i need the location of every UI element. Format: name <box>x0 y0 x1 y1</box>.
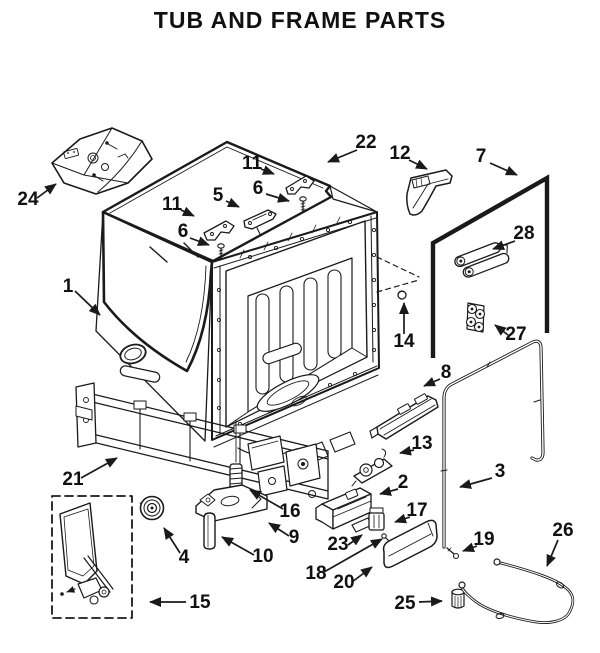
top-bracket-5 <box>243 209 277 235</box>
svg-text:6: 6 <box>178 221 189 242</box>
callout-11-right: 11 <box>242 153 275 175</box>
mounting-ball <box>376 256 420 300</box>
svg-text:11: 11 <box>242 153 263 174</box>
tub-assembly <box>95 140 380 467</box>
callout-17: 17 <box>394 500 428 524</box>
callout-25: 25 <box>394 593 443 614</box>
callout-9: 9 <box>268 522 300 548</box>
svg-text:3: 3 <box>495 461 506 482</box>
svg-text:5: 5 <box>213 185 224 206</box>
svg-text:1: 1 <box>63 276 74 297</box>
callout-5: 5 <box>213 185 240 208</box>
svg-text:7: 7 <box>476 146 487 167</box>
exploded-leader-dashes <box>149 242 199 263</box>
callout-15: 15 <box>149 592 211 613</box>
svg-text:6: 6 <box>253 178 264 199</box>
svg-text:12: 12 <box>389 143 410 164</box>
callout-2: 2 <box>379 472 409 496</box>
svg-text:4: 4 <box>179 547 190 568</box>
panel-screw <box>446 547 460 560</box>
terminal-clip <box>368 507 385 531</box>
callout-27: 27 <box>494 324 527 345</box>
callout-21: 21 <box>62 457 118 490</box>
corner-bracket <box>406 169 453 216</box>
callout-28: 28 <box>492 223 535 250</box>
callout-26: 26 <box>546 520 574 567</box>
callout-23: 23 <box>327 534 363 555</box>
cover-panel <box>382 519 438 569</box>
callout-22: 22 <box>327 132 377 163</box>
wheel <box>139 495 165 521</box>
svg-text:23: 23 <box>327 534 348 555</box>
callout-20: 20 <box>333 566 373 593</box>
svg-text:25: 25 <box>394 593 416 614</box>
svg-text:10: 10 <box>252 546 273 567</box>
svg-text:16: 16 <box>279 501 300 522</box>
svg-text:11: 11 <box>162 194 183 215</box>
svg-text:26: 26 <box>552 520 573 541</box>
access-panel-kit <box>51 495 133 619</box>
tub-gasket <box>440 339 545 549</box>
side-rail <box>369 393 439 440</box>
callout-1: 1 <box>63 276 101 316</box>
door-latch-links <box>454 242 510 278</box>
roller-assembly <box>465 302 486 333</box>
callout-6-right: 6 <box>253 178 290 203</box>
svg-text:18: 18 <box>305 563 326 584</box>
svg-text:8: 8 <box>441 362 452 383</box>
callout-13: 13 <box>399 433 433 456</box>
page-title: TUB AND FRAME PARTS <box>153 7 447 33</box>
callout-12: 12 <box>389 143 428 170</box>
hardware-bag <box>51 127 153 195</box>
hinge-screw-left <box>217 243 225 260</box>
hinge-screw-right <box>299 196 307 213</box>
callout-8: 8 <box>423 362 452 387</box>
float-latch <box>351 448 393 487</box>
callout-14: 14 <box>393 302 415 352</box>
svg-text:22: 22 <box>355 132 376 153</box>
door-seal <box>430 174 550 358</box>
svg-text:19: 19 <box>473 529 494 550</box>
callout-19: 19 <box>462 529 495 553</box>
svg-text:13: 13 <box>411 433 432 454</box>
callout-10: 10 <box>221 536 274 567</box>
callout-7: 7 <box>476 146 518 176</box>
spacer-tube <box>203 512 216 550</box>
callout-6-left: 6 <box>178 221 210 246</box>
svg-text:14: 14 <box>393 331 415 352</box>
svg-text:20: 20 <box>333 572 354 593</box>
svg-text:17: 17 <box>406 500 427 521</box>
callout-4: 4 <box>163 527 190 568</box>
svg-text:27: 27 <box>505 324 526 345</box>
callouts: 1 2 3 4 5 6 6 <box>17 132 573 614</box>
end-cap <box>451 588 465 609</box>
clip-screw <box>381 533 392 544</box>
callout-18: 18 <box>305 538 383 584</box>
callout-11-left: 11 <box>162 194 195 217</box>
callout-24: 24 <box>17 183 57 210</box>
callout-16: 16 <box>249 489 301 522</box>
svg-text:24: 24 <box>17 189 39 210</box>
svg-text:28: 28 <box>513 223 534 244</box>
svg-text:21: 21 <box>62 469 84 490</box>
hose-loop <box>458 558 575 624</box>
svg-text:2: 2 <box>398 472 409 493</box>
svg-text:15: 15 <box>189 592 211 613</box>
svg-text:9: 9 <box>289 527 300 548</box>
callout-3: 3 <box>459 461 506 489</box>
